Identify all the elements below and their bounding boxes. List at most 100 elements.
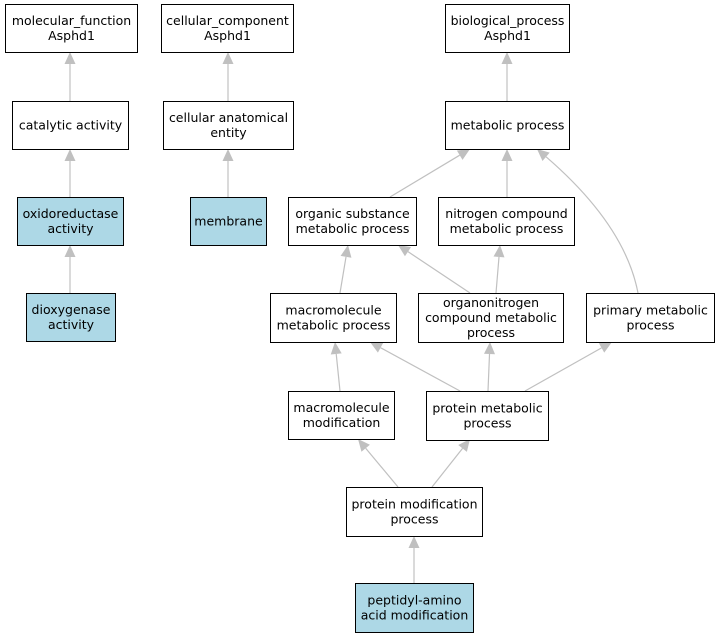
- node-label: protein modification: [352, 497, 478, 512]
- node-catalytic-activity[interactable]: catalytic activity: [12, 101, 129, 150]
- edge-line: [487, 353, 491, 392]
- node-label: protein metabolic: [432, 401, 542, 416]
- edge-arrowhead-icon: [370, 342, 384, 353]
- edge-arrowhead-icon: [501, 149, 513, 161]
- edge-protein-modification-process-to-protein-metabolic-process: [431, 439, 470, 488]
- edge-line: [380, 347, 461, 392]
- edges-layer: [64, 52, 639, 583]
- node-box[interactable]: [17, 197, 124, 246]
- node-box[interactable]: [445, 101, 570, 150]
- node-box[interactable]: [355, 583, 474, 633]
- edge-protein-metabolic-process-to-macromolecule-metabolic-process: [370, 342, 461, 392]
- edge-arrowhead-icon: [398, 245, 412, 257]
- node-label: acid modification: [361, 608, 469, 623]
- node-box[interactable]: [288, 197, 417, 246]
- node-label: process: [467, 325, 515, 340]
- edge-catalytic-activity-to-molecular-function: [64, 52, 76, 101]
- node-box[interactable]: [586, 293, 715, 343]
- edge-cellular-anatomical-entity-to-cellular-component: [222, 52, 234, 101]
- node-box[interactable]: [5, 4, 138, 53]
- edge-line: [545, 156, 639, 294]
- node-membrane[interactable]: membrane: [190, 197, 267, 246]
- node-box[interactable]: [426, 391, 549, 441]
- edge-line: [524, 347, 602, 392]
- edge-line: [335, 353, 341, 392]
- edge-arrowhead-icon: [501, 52, 513, 64]
- edge-organic-substance-metabolic-process-to-metabolic-process: [389, 149, 470, 198]
- edge-arrowhead-icon: [358, 439, 370, 452]
- edge-arrowhead-icon: [222, 149, 234, 161]
- node-label: activity: [48, 317, 95, 332]
- node-label: organonitrogen: [443, 295, 539, 310]
- edge-nitrogen-compound-metabolic-process-to-metabolic-process: [501, 149, 513, 197]
- edge-arrowhead-icon: [458, 439, 470, 452]
- node-box[interactable]: [288, 391, 395, 440]
- edge-protein-modification-process-to-macromolecule-modification: [358, 439, 399, 488]
- node-label: dioxygenase: [32, 302, 111, 317]
- node-metabolic-process[interactable]: metabolic process: [445, 101, 570, 150]
- edge-protein-metabolic-process-to-organonitrogen-compound-metabolic-process: [484, 342, 496, 392]
- node-box[interactable]: [26, 293, 116, 342]
- edge-arrowhead-icon: [408, 536, 420, 548]
- node-box[interactable]: [418, 293, 564, 343]
- edge-arrowhead-icon: [598, 342, 612, 353]
- node-label: organic substance: [295, 206, 410, 221]
- edge-arrowhead-icon: [456, 149, 470, 160]
- node-label: oxidoreductase: [23, 206, 119, 221]
- node-box[interactable]: [163, 101, 294, 150]
- node-label: peptidyl-amino: [367, 593, 461, 608]
- node-label: cellular_component: [166, 13, 289, 28]
- node-box[interactable]: [270, 293, 397, 343]
- edge-arrowhead-icon: [222, 52, 234, 64]
- node-label: metabolic process: [451, 118, 565, 133]
- edge-macromolecule-modification-to-macromolecule-metabolic-process: [330, 342, 342, 392]
- node-label: compound metabolic: [425, 310, 557, 325]
- edge-organonitrogen-compound-metabolic-process-to-organic-substance-metabolic-process: [398, 245, 471, 294]
- node-label: molecular_function: [12, 13, 131, 28]
- edge-arrowhead-icon: [340, 245, 352, 258]
- edge-line: [495, 256, 500, 294]
- node-label: Asphd1: [48, 28, 95, 43]
- node-label: biological_process: [451, 13, 565, 28]
- node-label: macromolecule: [285, 303, 381, 318]
- node-box[interactable]: [346, 487, 483, 537]
- edge-line: [389, 154, 461, 198]
- node-box[interactable]: [438, 197, 575, 246]
- edge-arrowhead-icon: [537, 149, 550, 162]
- node-box[interactable]: [445, 4, 570, 53]
- node-label: activity: [47, 221, 94, 236]
- node-box[interactable]: [190, 197, 267, 246]
- node-label: entity: [210, 125, 247, 140]
- node-label: macromolecule: [293, 400, 389, 415]
- edge-peptidyl-amino-acid-modification-to-protein-modification-process: [408, 536, 420, 583]
- edge-dioxygenase-activity-to-oxidoreductase-activity: [64, 245, 76, 293]
- node-box[interactable]: [12, 101, 129, 150]
- node-label: metabolic process: [296, 221, 410, 236]
- edge-line: [431, 448, 464, 488]
- node-label: cellular anatomical: [169, 110, 288, 125]
- node-label: primary metabolic: [593, 303, 708, 318]
- node-label: metabolic process: [277, 318, 391, 333]
- edge-arrowhead-icon: [64, 245, 76, 257]
- edge-arrowhead-icon: [64, 52, 76, 64]
- edge-line: [365, 447, 399, 488]
- edge-arrowhead-icon: [64, 149, 76, 161]
- node-box[interactable]: [161, 4, 294, 53]
